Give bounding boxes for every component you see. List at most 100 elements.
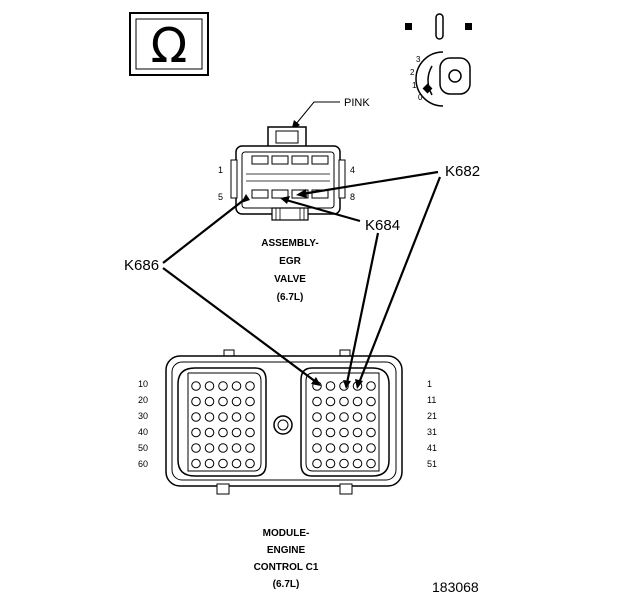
ecm-right-cavity — [366, 427, 376, 438]
egr-pin-label-8: 8 — [350, 192, 355, 202]
ignition-position-3: 3 — [416, 55, 421, 64]
ecm-left-cavity — [245, 458, 255, 469]
ecm-alignment-hole — [273, 415, 293, 435]
ecm-right-cavity — [339, 427, 349, 438]
wire-k686-to-egr — [162, 198, 246, 264]
ecm-name-line-3: CONTROL C1 — [254, 562, 319, 573]
egr-name-line-4: (6.7L) — [277, 292, 304, 303]
wire-k686-to-ecm — [162, 267, 317, 383]
wire-k684-to-ecm — [345, 232, 380, 384]
ecm-right-cavity — [312, 443, 322, 453]
ignition-position-1: 1 — [412, 81, 417, 90]
ecm-left-cavity — [218, 381, 228, 391]
figure-number: 183068 — [432, 579, 479, 595]
ecm-right-label-51: 51 — [427, 459, 437, 469]
ohm-icon: Ω — [151, 18, 188, 74]
ecm-right-cavity — [366, 412, 376, 422]
ecm-left-label-40: 40 — [138, 427, 148, 437]
ecm-right-cavity-grid — [312, 381, 376, 469]
ecm-left-cavity — [204, 412, 215, 422]
egr-pin-label-1: 1 — [218, 165, 223, 175]
egr-pin-label-4: 4 — [350, 165, 355, 175]
wire-k682-to-ecm — [357, 176, 442, 384]
ecm-right-cavity — [312, 396, 322, 407]
egr-pin-label-5: 5 — [218, 192, 223, 202]
egr-name-line-2: EGR — [279, 256, 301, 267]
ecm-left-label-50: 50 — [138, 443, 148, 453]
ecm-left-cavity — [245, 443, 255, 453]
ecm-left-label-30: 30 — [138, 411, 148, 421]
wire-label-k686: K686 — [124, 257, 159, 274]
ecm-right-cavity — [312, 427, 322, 438]
ecm-left-cavity — [191, 458, 201, 469]
wire-label-k682: K682 — [445, 163, 480, 180]
ecm-left-cavity — [218, 458, 228, 469]
wire-arrowheads — [241, 189, 363, 389]
ecm-left-cavity — [191, 427, 201, 438]
ecm-left-cavity — [231, 381, 242, 391]
ecm-right-cavity — [366, 458, 376, 469]
ecm-left-cavity — [218, 412, 228, 422]
ecm-right-cavity — [352, 412, 363, 422]
pink-label: PINK — [344, 97, 370, 109]
ecm-right-cavity — [325, 443, 336, 453]
ecm-left-cavity — [204, 396, 215, 407]
ecm-name-line-2: ENGINE — [267, 545, 306, 556]
ecm-left-cavity — [245, 396, 255, 407]
ecm-left-cavity — [231, 443, 242, 453]
ecm-right-cavity — [352, 396, 363, 407]
ecm-left-cavity — [204, 381, 215, 391]
ecm-left-cavity — [231, 427, 242, 438]
pink-leader-line — [295, 101, 340, 125]
ecm-right-cavity — [339, 396, 349, 407]
ecm-left-cavity — [191, 412, 201, 422]
ecm-left-cavity — [191, 381, 201, 391]
egr-valve-connector — [230, 126, 346, 221]
ecm-left-cavity — [231, 458, 242, 469]
ecm-left-label-20: 20 — [138, 395, 148, 405]
ecm-right-cavity — [352, 443, 363, 453]
ohmmeter-symbol: Ω — [129, 12, 209, 76]
ecm-name-line-4: (6.7L) — [273, 579, 300, 590]
ecm-right-label-11: 11 — [427, 395, 436, 405]
ecm-right-cavity — [366, 396, 376, 407]
ecm-left-cavity — [231, 412, 242, 422]
ecm-right-label-1: 1 — [427, 379, 432, 389]
ecm-left-cavity — [191, 396, 201, 407]
wire-lines — [162, 170, 442, 384]
ecm-left-cavity — [218, 427, 228, 438]
ecm-right-cavity — [339, 443, 349, 453]
ecm-left-cavity — [231, 396, 242, 407]
ecm-left-label-60: 60 — [138, 459, 148, 469]
egr-name-line-3: VALVE — [274, 274, 306, 285]
ecm-left-cavity — [245, 427, 255, 438]
ignition-position-0: 0 — [418, 93, 423, 102]
ecm-left-cavity-grid — [191, 381, 255, 469]
ecm-right-cavity — [352, 427, 363, 438]
ecm-left-cavity — [245, 412, 255, 422]
ecm-left-cavity — [204, 427, 215, 438]
ignition-position-2: 2 — [410, 68, 415, 77]
egr-name-line-1: ASSEMBLY- — [261, 238, 318, 249]
ecm-right-label-21: 21 — [427, 411, 437, 421]
ecm-right-cavity — [352, 458, 363, 469]
ecm-left-label-10: 10 — [138, 379, 148, 389]
wire-label-k684: K684 — [365, 217, 400, 234]
ecm-right-cavity — [339, 458, 349, 469]
ecm-connector — [165, 349, 403, 495]
ecm-right-cavity — [325, 427, 336, 438]
ecm-left-cavity — [204, 443, 215, 453]
wire-k684-to-egr — [285, 198, 361, 223]
ecm-right-cavity — [325, 381, 336, 391]
ecm-left-cavity — [245, 381, 255, 391]
ecm-right-cavity — [325, 412, 336, 422]
ecm-left-cavity — [218, 443, 228, 453]
ignition-switch-icon: 3 2 1 0 — [405, 13, 472, 107]
ecm-name-line-1: MODULE- — [263, 528, 310, 539]
ecm-right-label-31: 31 — [427, 427, 437, 437]
ecm-right-cavity — [339, 412, 349, 422]
ecm-right-cavity — [366, 443, 376, 453]
ecm-left-cavity — [204, 458, 215, 469]
ecm-right-cavity — [366, 381, 376, 391]
